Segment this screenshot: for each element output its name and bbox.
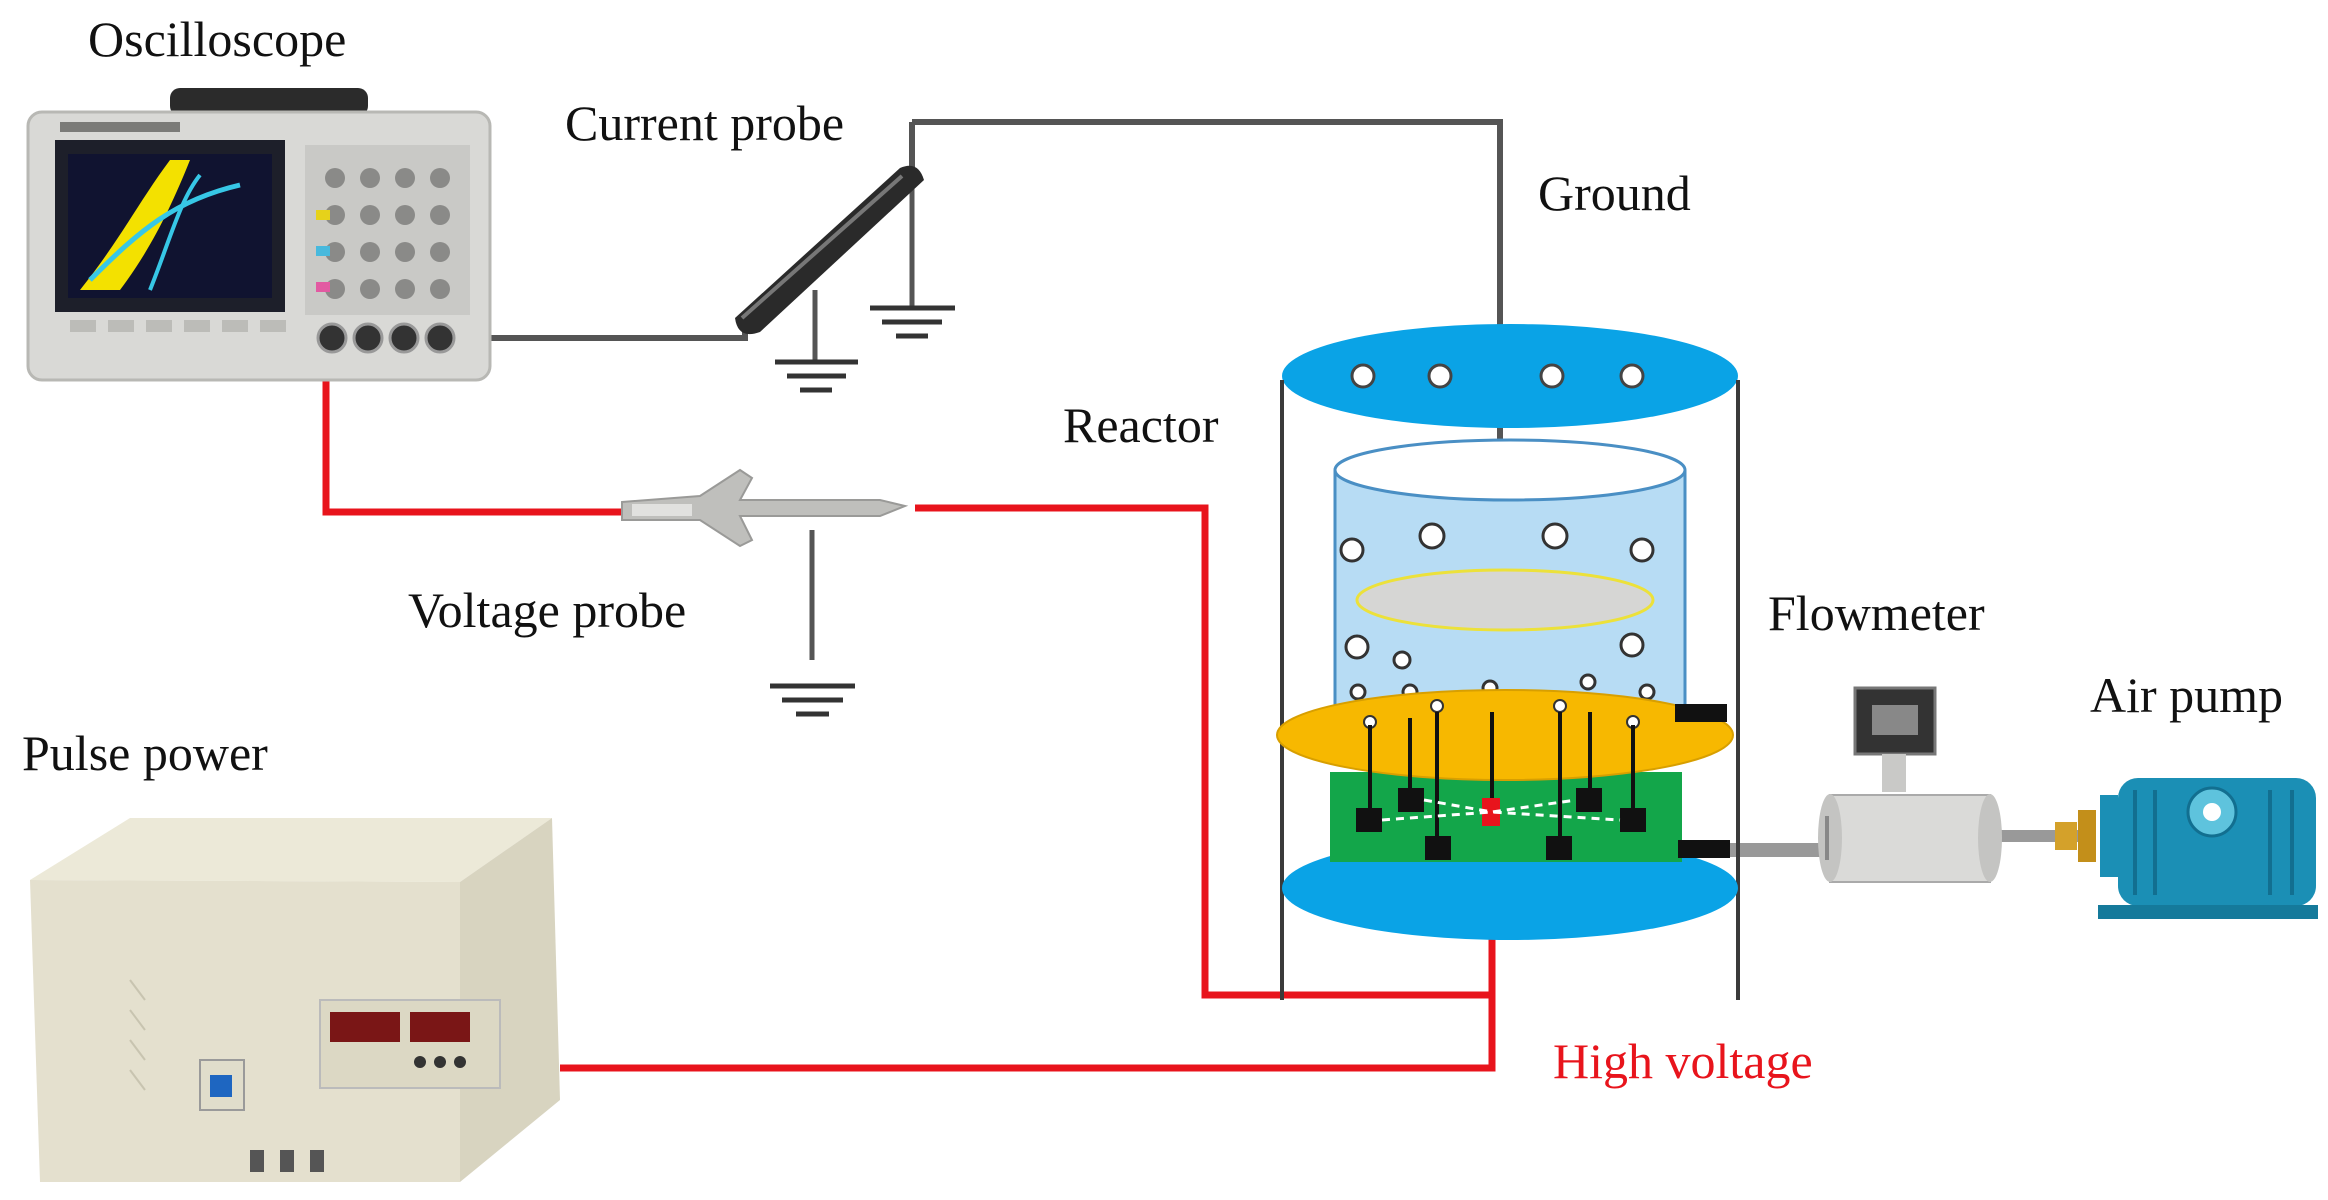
ground-label: Ground [1538,165,1691,221]
reactor-top-plate [1282,324,1738,428]
current-probe-label: Current probe [565,95,844,151]
ground-icon [775,290,858,393]
voltage-probe-hv-cable [915,504,1492,999]
reactor-electrode-plate [1276,689,1734,781]
ground-icon [870,185,955,339]
oscilloscope-icon [26,88,492,382]
flowmeter-label: Flowmeter [1768,585,1985,641]
air-pump-label: Air pump [2090,667,2283,723]
oscilloscope-voltage-cable [322,332,625,516]
voltage-probe-label: Voltage probe [408,582,686,638]
air-pump-icon [2055,778,2318,919]
reactor-icon [1276,324,1740,1000]
oscilloscope-current-cable [465,330,748,341]
voltage-probe-icon [621,468,909,548]
current-probe-icon [735,165,924,335]
pulse-power-icon [30,818,560,1182]
reactor-inner-electrode [1355,568,1655,632]
ground-icon [770,530,855,717]
high-voltage-label: High voltage [1553,1033,1813,1089]
oscilloscope-label: Oscilloscope [88,11,346,67]
reactor-label: Reactor [1063,397,1219,453]
flowmeter-icon [1818,686,2002,883]
pulse-power-label: Pulse power [22,725,268,781]
